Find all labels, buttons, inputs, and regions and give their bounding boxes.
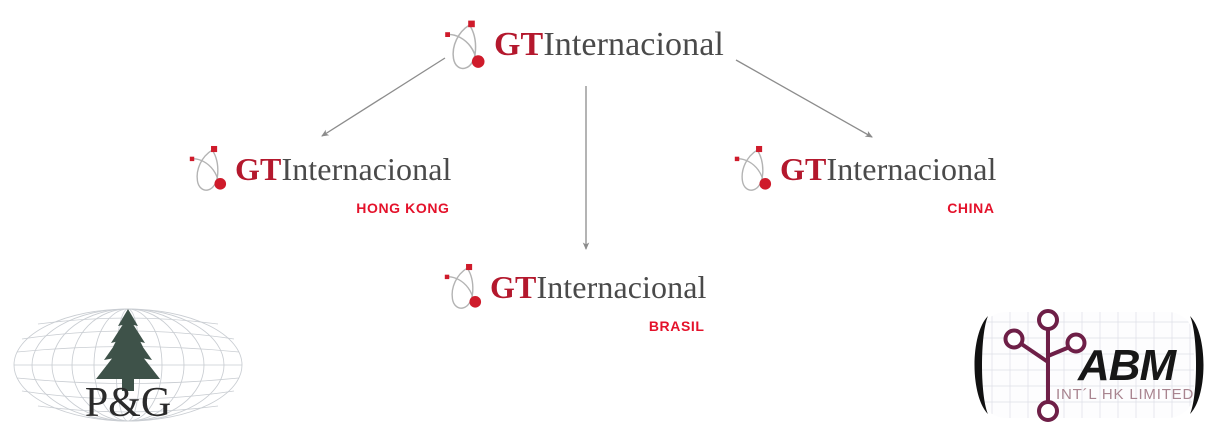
partner-logo-abm[interactable]: ABM INT´L HK LIMITED [962, 300, 1212, 430]
node-root-wordmark: GTInternacional [494, 28, 724, 62]
gt-orbit-logo-icon [189, 145, 227, 191]
gt-orbit-logo-icon [734, 145, 772, 191]
pine-tree-icon [96, 309, 160, 391]
node-hong-kong-row: GTInternacional [185, 141, 452, 196]
node-root-brand-rest: Internacional [543, 26, 724, 63]
node-china-subtitle: CHINA [947, 200, 995, 216]
node-brasil-subtitle: BRASIL [648, 318, 705, 334]
node-hong-kong-wordmark: GTInternacional [235, 153, 452, 185]
node-brasil-brand-bold: GT [490, 268, 537, 305]
node-gt-internacional-hong-kong[interactable]: GTInternacional HONG KONG [185, 141, 452, 215]
abm-tagline: INT´L HK LIMITED [1056, 386, 1194, 403]
node-brasil-wordmark: GTInternacional [490, 271, 707, 303]
node-hong-kong-brand-bold: GT [235, 150, 282, 187]
node-hong-kong-brand-rest: Internacional [281, 150, 452, 187]
node-hong-kong-subtitle: HONG KONG [356, 200, 450, 216]
node-root-row: GTInternacional [440, 16, 724, 74]
node-root-brand-bold: GT [494, 26, 544, 63]
node-brasil-row: GTInternacional [440, 259, 707, 314]
abm-wordmark: ABM [1077, 341, 1178, 390]
gt-orbit-logo-icon [445, 20, 485, 70]
bracket-icon [974, 316, 988, 414]
node-china-brand-rest: Internacional [826, 150, 997, 187]
connector-root-to-hong-kong [321, 57, 446, 137]
abm-logo-graphic: ABM INT´L HK LIMITED [974, 309, 1204, 422]
bracket-icon [1190, 316, 1204, 414]
node-china-wordmark: GTInternacional [780, 153, 997, 185]
node-gt-internacional-brasil[interactable]: GTInternacional BRASIL [440, 259, 707, 333]
node-china-brand-bold: GT [780, 150, 827, 187]
pg-logo-graphic: P&G [13, 308, 243, 426]
gt-orbit-logo-icon [444, 263, 482, 309]
partner-logo-pg[interactable]: P&G [12, 303, 244, 428]
node-gt-internacional-root[interactable]: GTInternacional [440, 16, 724, 74]
circuit-node-group [1003, 309, 1087, 422]
node-brasil-brand-rest: Internacional [536, 268, 707, 305]
node-gt-internacional-china[interactable]: GTInternacional CHINA [730, 141, 997, 215]
connector-root-to-china [735, 59, 873, 138]
pg-wordmark: P&G [85, 380, 171, 426]
node-china-row: GTInternacional [730, 141, 997, 196]
